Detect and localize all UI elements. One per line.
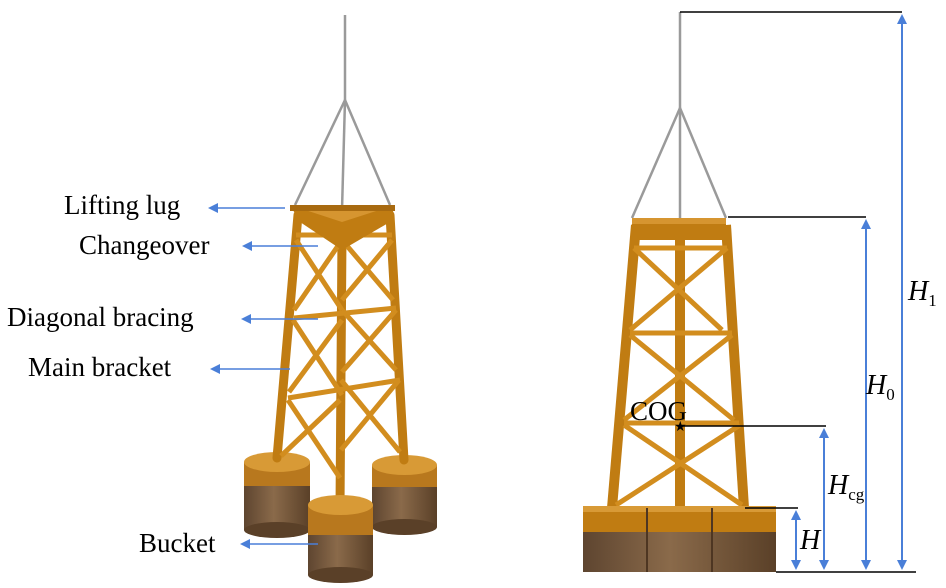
label-cog: COG [630,396,688,426]
right-diagonal-bracing [614,245,744,508]
left-main-brackets [272,210,409,513]
label-lifting-lug: Lifting lug [64,190,181,220]
left-changeover [290,205,395,250]
label-h1: H1 [908,276,937,310]
left-bucket-back-left [244,452,310,538]
left-jacket-model [244,15,437,583]
label-diagonal-bracing: Diagonal bracing [7,302,194,332]
left-bucket-front [308,495,373,583]
right-lifting-cables [630,12,728,220]
right-changeover [632,218,726,240]
dimension-lines [680,11,916,573]
right-buckets [583,506,776,572]
label-bucket: Bucket [139,528,216,558]
label-changeover: Changeover [79,230,210,260]
cog-marker: ★ [674,419,687,435]
label-h: H [800,525,821,556]
right-jacket-model: ★ [583,12,776,572]
label-main-bracket: Main bracket [28,352,172,382]
left-bucket-back-right [372,455,437,535]
left-label-arrows [208,203,318,549]
label-h0: H0 [866,370,895,404]
left-lifting-cables [293,15,392,211]
label-hcg: Hcg [828,470,865,504]
